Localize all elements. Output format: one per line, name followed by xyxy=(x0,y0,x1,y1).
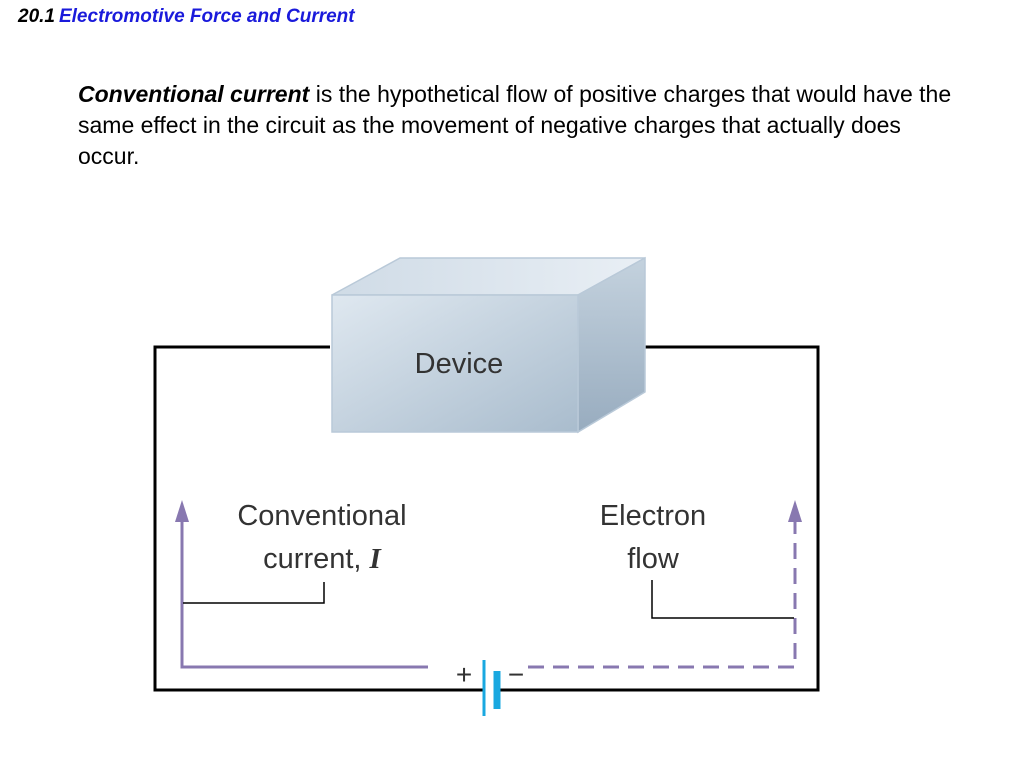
device-label: Device xyxy=(415,348,504,380)
section-number: 20.1 xyxy=(18,6,55,27)
conventional-current-arrow xyxy=(175,500,428,669)
section-title: Electromotive Force and Current xyxy=(58,6,355,27)
electron-label-leader xyxy=(651,580,794,619)
electron-flow-label-line1: Electron xyxy=(600,500,706,532)
battery-minus-sign: − xyxy=(508,659,524,690)
electron-flow-label-line2: flow xyxy=(627,543,680,575)
arrow-head-up-icon xyxy=(788,500,802,522)
definition-text: is the hypothetical flow of positive cha… xyxy=(78,81,952,169)
device-box: Device xyxy=(331,256,646,434)
battery: + − xyxy=(456,659,524,716)
conventional-current-label-line2: current, I xyxy=(263,543,382,575)
arrow-head-up-icon xyxy=(175,500,189,522)
circuit-wire xyxy=(153,345,820,692)
conventional-label-leader xyxy=(183,582,325,604)
electron-flow-arrow xyxy=(528,500,802,669)
battery-plus-sign: + xyxy=(456,659,472,690)
device-box-front xyxy=(331,294,579,433)
definition-paragraph: Conventional current is the hypothetical… xyxy=(78,79,958,172)
current-symbol: I xyxy=(369,543,383,575)
defined-term: Conventional current xyxy=(78,81,310,107)
conventional-current-label-line1: Conventional xyxy=(237,500,406,532)
